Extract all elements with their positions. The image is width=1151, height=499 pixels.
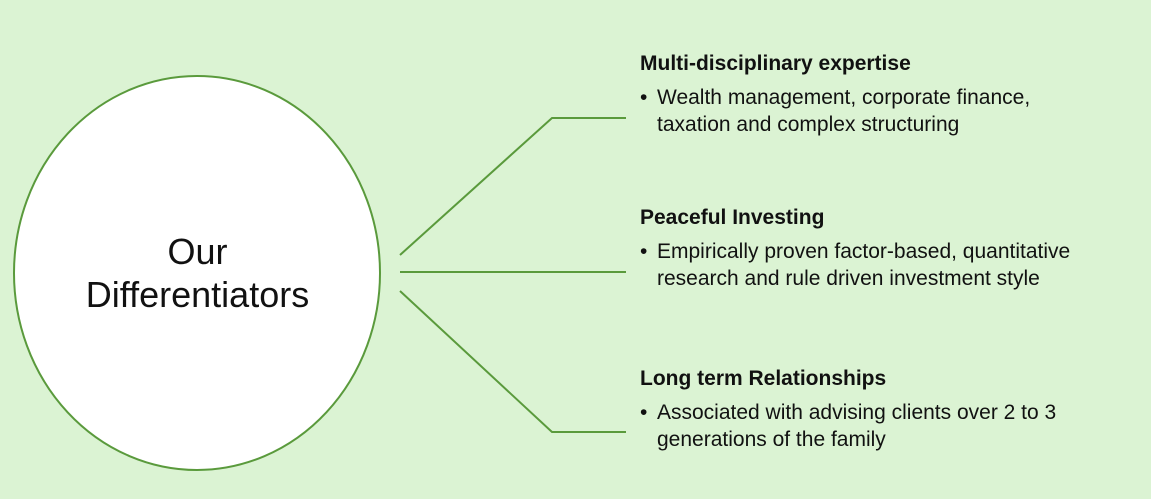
connector-1	[399, 117, 626, 256]
differentiator-title: Multi-disciplinary expertise	[640, 52, 911, 75]
differentiator-multi-disciplinary-expertise: Multi-disciplinary expertise • Wealth ma…	[640, 52, 1145, 138]
bullet-icon: •	[640, 401, 648, 424]
differentiator-description: Empirically proven factor-based, quantit…	[657, 238, 1070, 292]
description-line-1: Associated with advising clients over 2 …	[657, 401, 1057, 424]
differentiator-long-term-relationships: Long term Relationships • Associated wit…	[640, 367, 1145, 453]
differentiator-description: Wealth management, corporate finance, ta…	[657, 84, 1030, 138]
differentiator-title: Long term Relationships	[640, 367, 887, 390]
connector-3	[399, 290, 626, 433]
differentiator-bullet: • Wealth management, corporate finance, …	[640, 84, 1145, 138]
differentiator-bullet: • Empirically proven factor-based, quant…	[640, 238, 1145, 292]
description-line-1: Empirically proven factor-based, quantit…	[657, 240, 1071, 263]
description-line-1: Wealth management, corporate finance,	[657, 86, 1031, 109]
description-line-2: taxation and complex structuring	[657, 113, 960, 136]
differentiator-description: Associated with advising clients over 2 …	[657, 399, 1056, 453]
bullet-icon: •	[640, 86, 648, 109]
center-circle	[13, 75, 381, 471]
differentiator-title: Peaceful Investing	[640, 206, 825, 229]
differentiator-bullet: • Associated with advising clients over …	[640, 399, 1145, 453]
differentiator-peaceful-investing: Peaceful Investing • Empirically proven …	[640, 206, 1145, 292]
description-line-2: research and rule driven investment styl…	[657, 267, 1040, 290]
bullet-icon: •	[640, 240, 648, 263]
description-line-2: generations of the family	[657, 428, 886, 451]
